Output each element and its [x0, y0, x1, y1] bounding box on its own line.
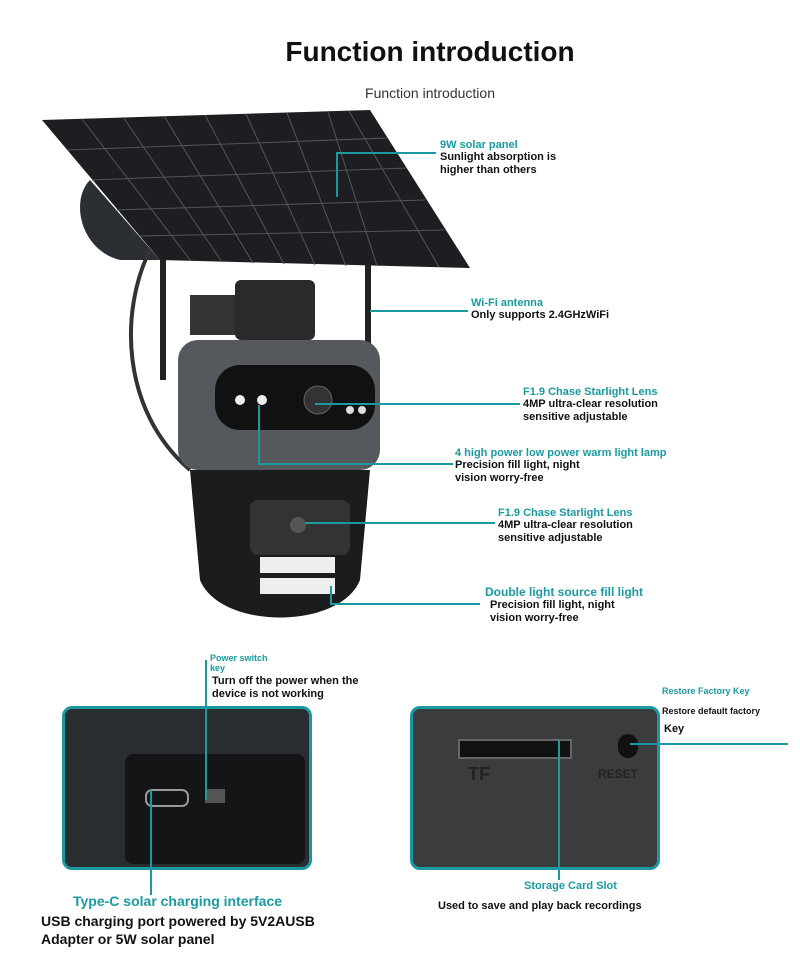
- typec-port-photo: [62, 706, 312, 870]
- power-switch-desc: Turn off the power when the device is no…: [212, 675, 359, 700]
- storage-heading: Storage Card Slot: [524, 880, 617, 892]
- restore-key-label: Key: [664, 723, 685, 735]
- reset-label: RESET: [598, 767, 639, 781]
- page-subtitle: Function introduction: [365, 85, 495, 101]
- tf-label: TF: [468, 764, 490, 784]
- restore-desc: Restore default factory: [662, 706, 761, 716]
- typec-heading: Type-C solar charging interface: [73, 893, 283, 909]
- solar-panel: [42, 110, 470, 268]
- page-title: Function introduction: [285, 36, 575, 67]
- solar-camera-illustration: [42, 110, 470, 618]
- typec-desc: USB charging port powered by 5V2AUSB Ada…: [41, 913, 315, 947]
- tf-slot-photo: TF RESET: [410, 706, 660, 870]
- restore-heading: Restore Factory Key: [662, 686, 750, 696]
- storage-desc: Used to save and play back recordings: [438, 900, 642, 912]
- power-switch-callout: Power switch key: [210, 653, 268, 673]
